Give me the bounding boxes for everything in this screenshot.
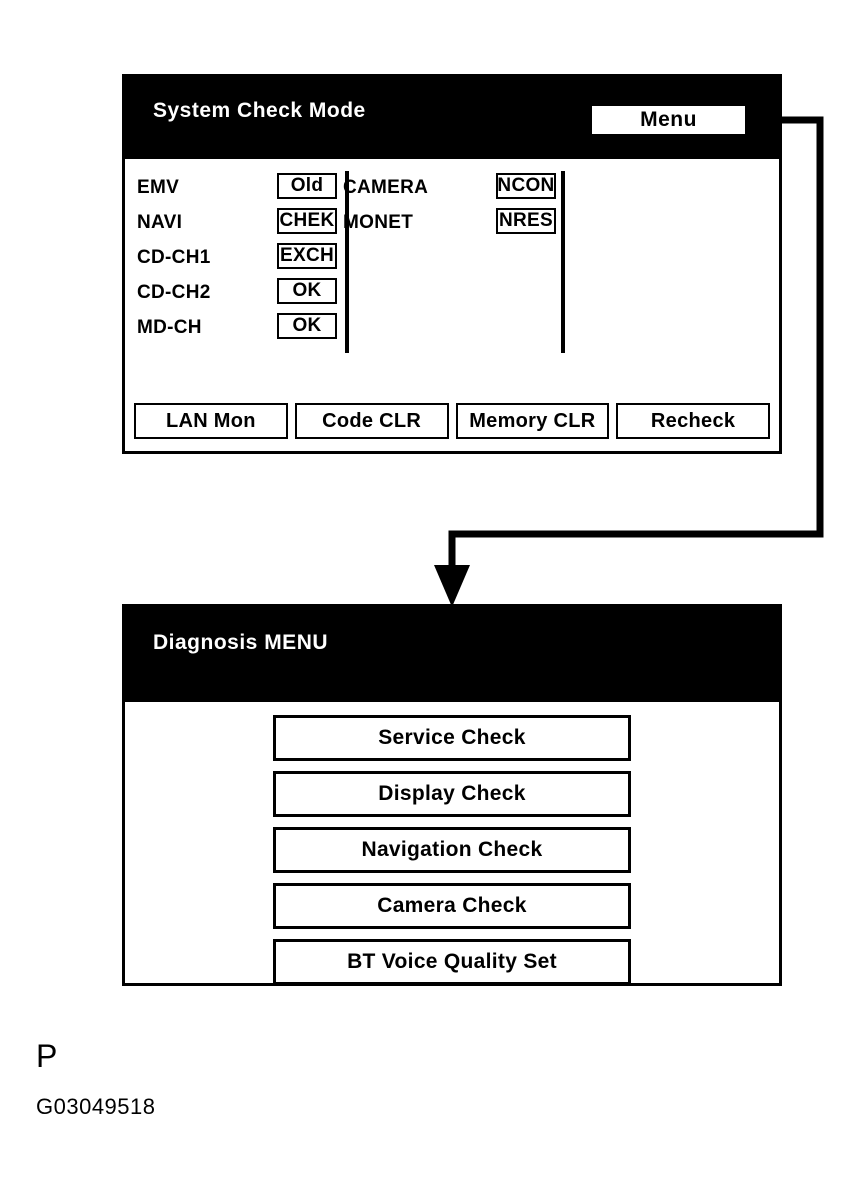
arrow-head-icon [434,565,470,607]
status-label-monet: MONET [343,212,414,233]
service-check-button[interactable]: Service Check [273,715,631,761]
status-label-cd-ch2: CD-CH2 [137,282,211,303]
status-badge-cd-ch2[interactable]: OK [277,278,337,304]
recheck-button[interactable]: Recheck [616,403,770,439]
diagnosis-header: Diagnosis MENU [125,607,779,702]
status-label-md-ch: MD-CH [137,317,202,338]
status-badge-navi[interactable]: CHEK [277,208,337,234]
status-label-cd-ch1: CD-CH1 [137,247,211,268]
status-badge-cd-ch1[interactable]: EXCH [277,243,337,269]
system-check-header: System Check Mode Menu [125,77,779,159]
status-badge-md-ch[interactable]: OK [277,313,337,339]
status-badge-monet[interactable]: NRES [496,208,556,234]
bt-voice-quality-set-button[interactable]: BT Voice Quality Set [273,939,631,985]
system-check-title: System Check Mode [153,99,366,122]
navigation-check-button[interactable]: Navigation Check [273,827,631,873]
status-badge-camera[interactable]: NCON [496,173,556,199]
system-check-body: EMV Old NAVI CHEK CD-CH1 EXCH CD-CH2 OK … [125,159,779,451]
diagnosis-body: Service Check Display Check Navigation C… [125,702,779,985]
system-check-mode-panel: System Check Mode Menu EMV Old NAVI CHEK… [122,74,782,454]
lan-mon-button[interactable]: LAN Mon [134,403,288,439]
figure-code: G03049518 [36,1094,156,1119]
system-check-footer: LAN Mon Code CLR Memory CLR Recheck [134,403,770,439]
column-divider-2 [561,171,565,353]
caption-letter: P [36,1038,58,1074]
camera-check-button[interactable]: Camera Check [273,883,631,929]
status-label-navi: NAVI [137,212,183,233]
status-badge-emv[interactable]: Old [277,173,337,199]
memory-clr-button[interactable]: Memory CLR [455,403,610,439]
status-label-emv: EMV [137,177,180,198]
diagnosis-title: Diagnosis MENU [153,631,329,654]
column-divider-1 [345,171,349,353]
display-check-button[interactable]: Display Check [273,771,631,817]
menu-button[interactable]: Menu [590,104,747,136]
status-label-camera: CAMERA [343,177,429,198]
diagnosis-menu-panel: Diagnosis MENU Service Check Display Che… [122,604,782,986]
code-clr-button[interactable]: Code CLR [294,403,449,439]
